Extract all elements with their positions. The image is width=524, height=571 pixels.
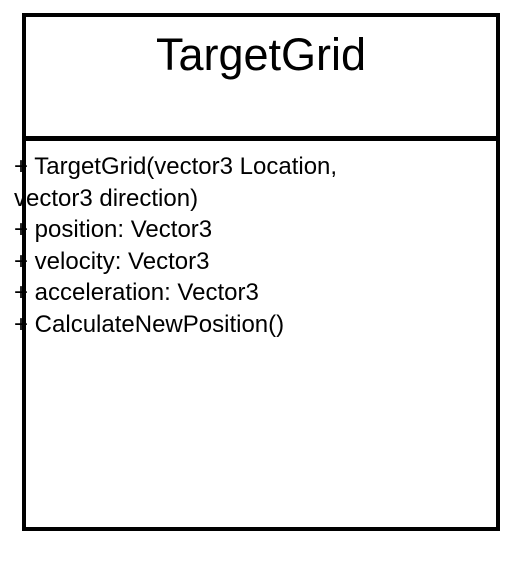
constructor-member-continuation: vector3 direction) [14, 184, 199, 212]
calculate-new-position-method: + CalculateNewPosition() [14, 310, 285, 338]
constructor-member: + TargetGrid(vector3 Location, [14, 153, 338, 180]
class-name: TargetGrid [155, 29, 367, 80]
class-header: TargetGrid [26, 17, 496, 141]
position-attribute: + position: Vector3 [14, 216, 213, 243]
acceleration-attribute: + acceleration: Vector3 [14, 279, 259, 306]
class-members: + TargetGrid(vector3 Location, vector3 d… [14, 151, 454, 340]
velocity-attribute: + velocity: Vector3 [14, 247, 210, 275]
uml-class-box: TargetGrid [22, 13, 500, 531]
